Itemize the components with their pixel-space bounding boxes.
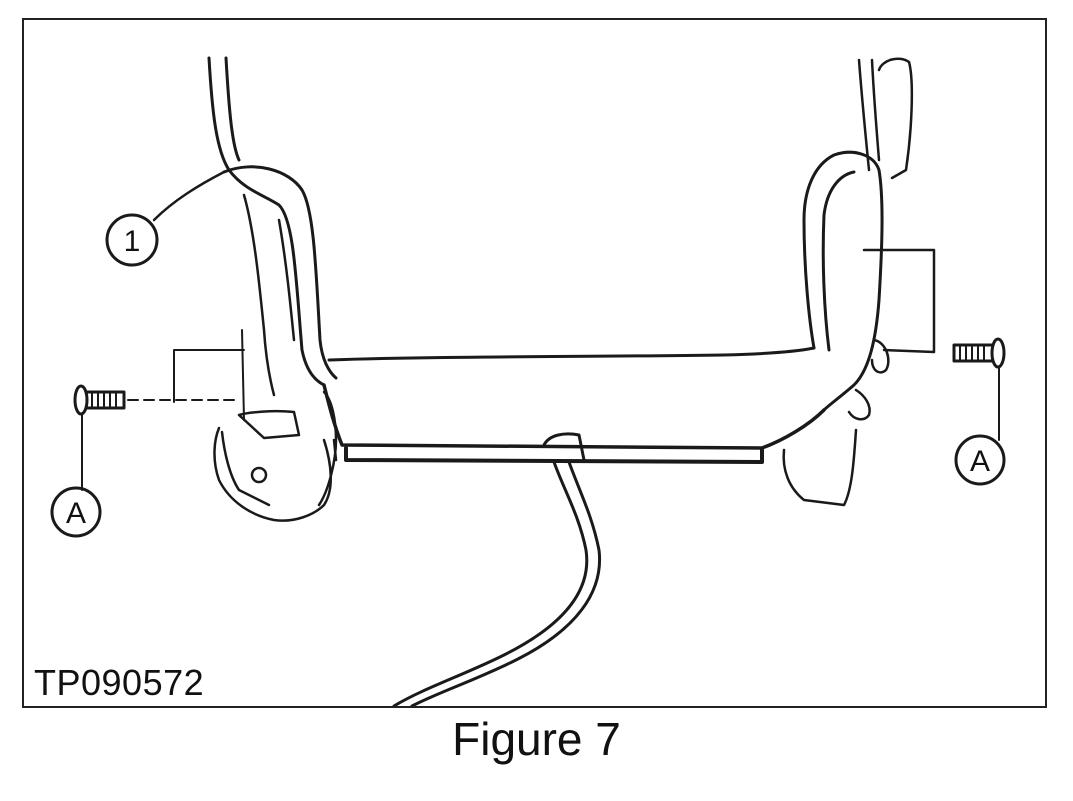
callout-1-label: 1 — [124, 225, 141, 258]
wire-harness — [392, 432, 602, 706]
callout-a-left-label: A — [66, 497, 86, 530]
right-bolt — [952, 337, 1006, 441]
callout-a-left: A — [50, 486, 102, 538]
part-code-label: TP090572 — [34, 662, 205, 703]
callout-a-right: A — [954, 434, 1006, 486]
seat-frame-diagram: 1 A A — [50, 56, 1006, 706]
callout-1: 1 — [105, 170, 226, 267]
figure-caption: Figure 7 — [452, 713, 621, 765]
left-bolt — [73, 384, 235, 491]
left-bracket — [173, 329, 338, 522]
right-upright — [782, 57, 936, 507]
callout-a-right-label: A — [970, 445, 990, 478]
figure-frame: 1 A A TP090572 — [22, 18, 1047, 708]
left-upright — [207, 56, 338, 397]
seat-pan — [322, 346, 826, 464]
